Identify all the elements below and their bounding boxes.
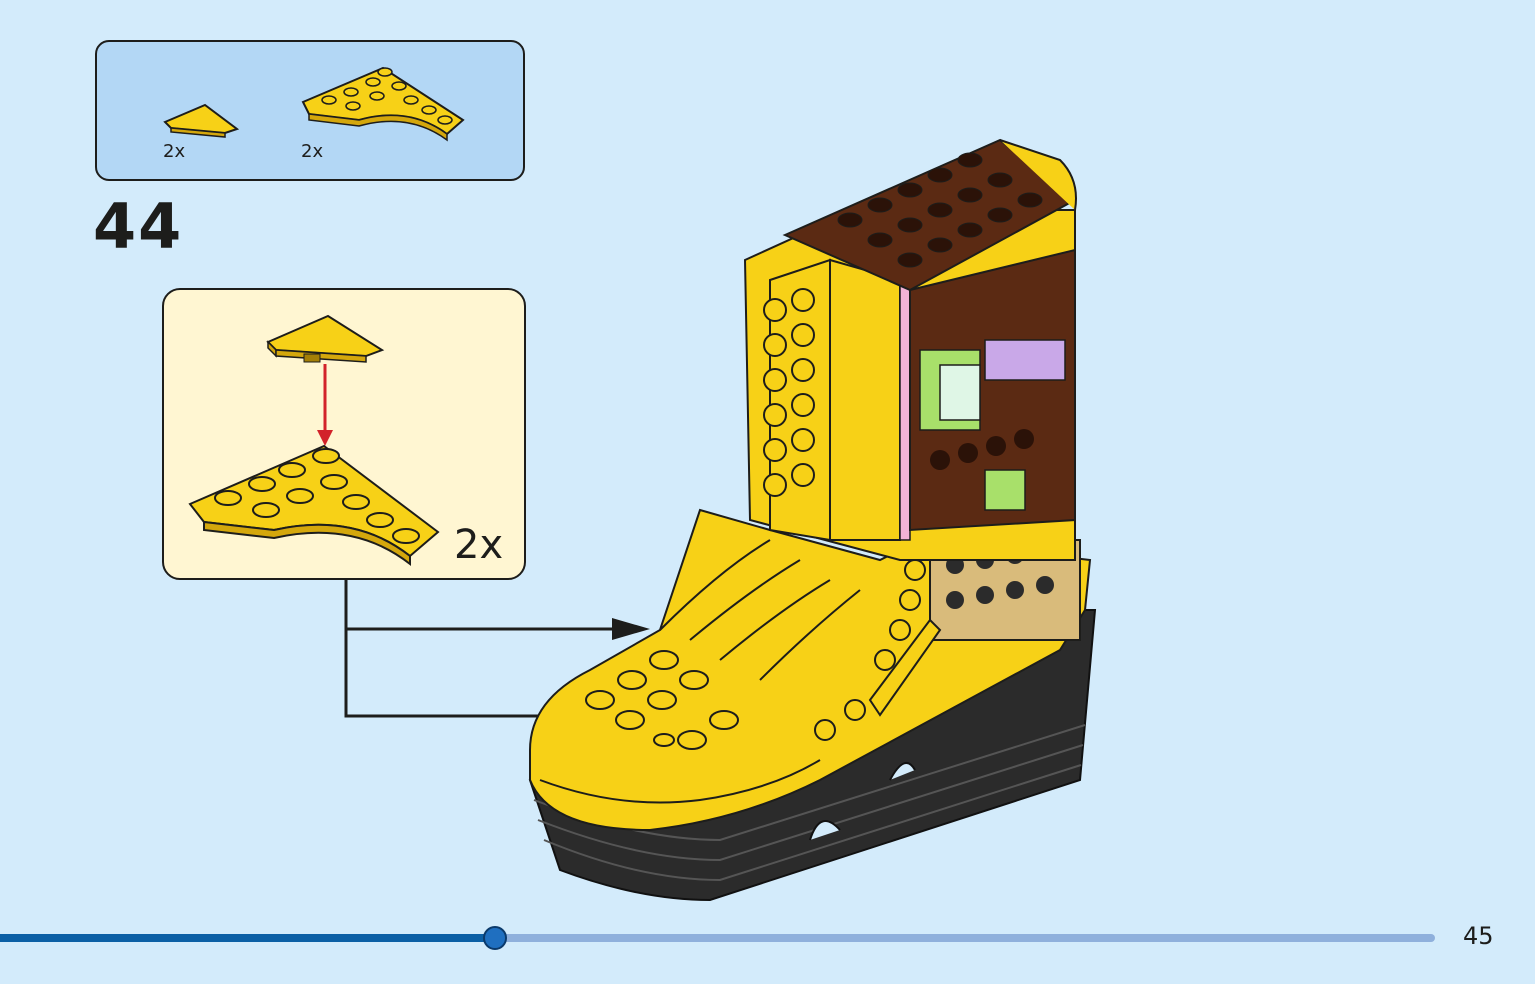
down-arrow-icon bbox=[317, 364, 333, 446]
part-qty-label: 2x bbox=[163, 141, 186, 162]
arrow-head-icon bbox=[612, 618, 650, 640]
wedge-plate-part-icon bbox=[163, 103, 240, 138]
sub-assembly-qty: 2x bbox=[454, 522, 504, 568]
progress-indicator bbox=[483, 926, 507, 950]
part-qty-label: 2x bbox=[301, 141, 324, 162]
curved-wedge-plate-part-icon bbox=[301, 66, 465, 142]
boot-model-illustration bbox=[528, 138, 1097, 902]
step-number: 44 bbox=[93, 190, 184, 263]
curved-wedge-plate-icon bbox=[188, 444, 440, 567]
page-number: 45 bbox=[1463, 922, 1494, 950]
progress-fill bbox=[0, 934, 495, 942]
wedge-plate-icon bbox=[266, 314, 385, 363]
progress-track bbox=[0, 934, 1435, 942]
sub-assembly-box: 2x bbox=[162, 288, 526, 580]
parts-list-box: 2x 2x bbox=[95, 40, 525, 181]
